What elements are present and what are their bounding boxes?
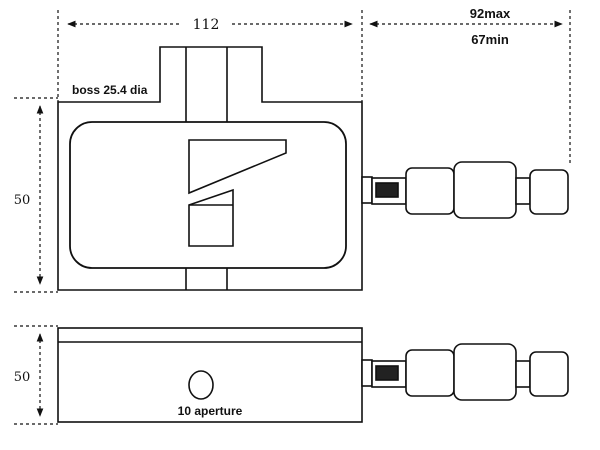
boss-label: boss 25.4 dia (72, 83, 148, 97)
side-micrometer-thimble-collar (405, 349, 455, 397)
side-view (57, 327, 569, 423)
top-view (57, 46, 569, 291)
dim-width (57, 10, 363, 102)
dim-height-side (14, 325, 58, 425)
dim-height-top-label: 50 (14, 193, 31, 208)
dim-travel-min-label: 67min (471, 32, 509, 47)
lower-blade (188, 188, 234, 247)
micrometer-ratchet (529, 169, 569, 215)
side-micrometer-scale (375, 365, 399, 381)
inner-chamber (69, 121, 347, 269)
micrometer-top (361, 161, 569, 219)
micrometer-scale (375, 182, 399, 198)
dim-height-top (14, 97, 58, 293)
micrometer-neck (515, 177, 531, 205)
side-micrometer-thimble (453, 343, 517, 401)
dim-travel-max-label: 92max (470, 6, 511, 21)
micrometer-thimble (453, 161, 517, 219)
upper-blade (188, 139, 287, 195)
dim-travel (369, 10, 571, 165)
dim-height-side-label: 50 (14, 370, 31, 385)
micrometer-mount (361, 176, 373, 204)
side-micrometer-ratchet (529, 351, 569, 397)
dim-width-label: 112 (193, 17, 220, 33)
side-micrometer-neck (515, 360, 531, 388)
side-micrometer-mount (361, 359, 373, 387)
aperture-hole (188, 370, 214, 400)
micrometer-side (361, 343, 569, 401)
aperture-label: 10 aperture (178, 404, 243, 418)
micrometer-thimble-collar (405, 167, 455, 215)
top-body-outline (57, 46, 363, 291)
